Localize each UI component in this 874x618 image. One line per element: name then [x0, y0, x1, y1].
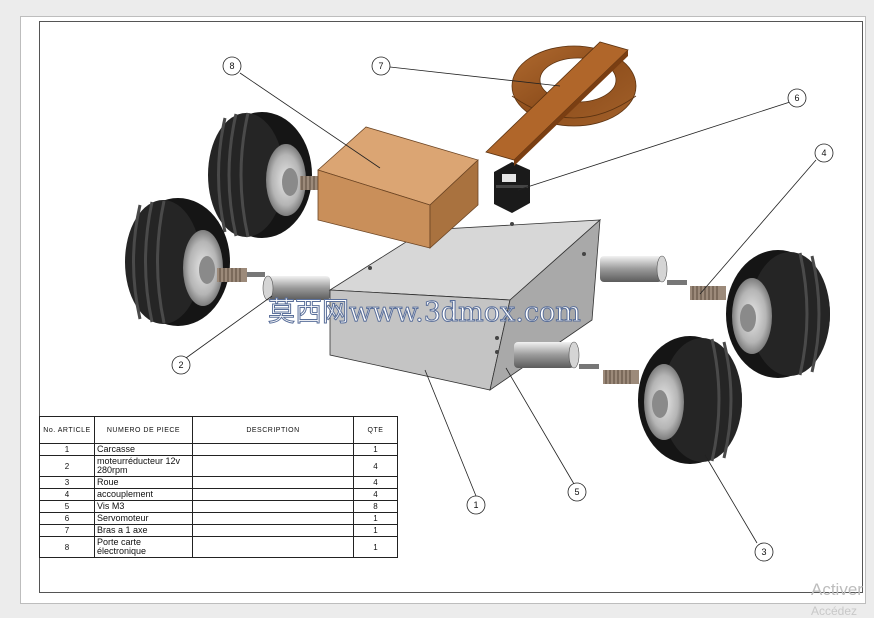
bom-row-description	[192, 512, 354, 525]
bom-row-name: Porte carte électronique	[94, 536, 193, 558]
bom-row-no: 8	[39, 536, 95, 558]
callout-5[interactable]: 5	[567, 482, 587, 502]
bom-row: 1 Carcasse 1	[39, 443, 398, 456]
callout-8[interactable]: 8	[222, 56, 242, 76]
callout-leaders	[185, 66, 817, 544]
bom-row-qty: 1	[353, 524, 398, 537]
callout-3[interactable]: 3	[754, 542, 774, 562]
bom-row-name: moteurréducteur 12v 280rpm	[94, 455, 193, 477]
bom-header-article: No. ARTICLE	[39, 416, 95, 444]
callout-2[interactable]: 2	[171, 355, 191, 375]
callout-4-label: 4	[821, 148, 826, 158]
activation-overlay-title: Activer	[811, 580, 863, 599]
bom-row-qty: 1	[353, 536, 398, 558]
activation-overlay-subtitle: Accédez	[811, 604, 858, 618]
bom-row-name: Bras a 1 axe	[94, 524, 193, 537]
callout-6[interactable]: 6	[787, 88, 807, 108]
bom-row-qty: 4	[353, 476, 398, 489]
bom-row-description	[192, 443, 354, 456]
bom-row-description	[192, 476, 354, 489]
bom-header-qty: QTE	[353, 416, 398, 444]
bom-row-qty: 8	[353, 500, 398, 513]
coupling-rear-right	[690, 286, 726, 300]
arm-bar	[485, 41, 629, 166]
bom-row-description	[192, 536, 354, 558]
bom-row-no: 3	[39, 476, 95, 489]
bom-row-no: 5	[39, 500, 95, 513]
bom-row-qty: 4	[353, 488, 398, 501]
bom-row-description	[192, 500, 354, 513]
bom-row-qty: 1	[353, 443, 398, 456]
servomotor	[494, 162, 530, 213]
bom-row-name: Servomoteur	[94, 512, 193, 525]
callout-6-label: 6	[794, 93, 799, 103]
bom-header-part-number: NUMERO DE PIECE	[94, 416, 193, 444]
callout-7[interactable]: 7	[371, 56, 391, 76]
bom-row-qty: 1	[353, 512, 398, 525]
coupling-front-left	[217, 268, 265, 282]
bom-row-no: 1	[39, 443, 95, 456]
bom-row-no: 7	[39, 524, 95, 537]
callout-3-label: 3	[761, 547, 766, 557]
wheel-front-right	[638, 336, 742, 464]
callout-1-label: 1	[473, 500, 478, 510]
wheel-front-left	[125, 198, 230, 326]
callout-2-label: 2	[178, 360, 183, 370]
wheel-rear-left	[208, 112, 312, 238]
motor-front-right	[514, 341, 599, 369]
wheel-rear-right	[726, 250, 830, 378]
callout-8-label: 8	[229, 61, 234, 71]
bom-row-description	[192, 488, 354, 501]
bom-row: 2 moteurréducteur 12v 280rpm 4	[39, 455, 398, 477]
bom-row-name: Carcasse	[94, 443, 193, 456]
bom-row: 7 Bras a 1 axe 1	[39, 524, 398, 537]
bom-row-description	[192, 524, 354, 537]
bom-row-name: accouplement	[94, 488, 193, 501]
bom-row: 8 Porte carte électronique 1	[39, 536, 398, 558]
bom-row-no: 4	[39, 488, 95, 501]
bom-header-row: No. ARTICLE NUMERO DE PIECE DESCRIPTION …	[39, 416, 398, 444]
callout-5-label: 5	[574, 487, 579, 497]
bom-row-no: 2	[39, 455, 95, 477]
watermark-text: 莫西网www.3dmox.com	[268, 297, 582, 329]
bom-row: 5 Vis M3 8	[39, 500, 398, 513]
bom-row-name: Vis M3	[94, 500, 193, 513]
bom-header-description: DESCRIPTION	[192, 416, 354, 444]
coupling-front-right	[603, 370, 639, 384]
bill-of-materials: No. ARTICLE NUMERO DE PIECE DESCRIPTION …	[39, 416, 398, 558]
bom-row-name: Roue	[94, 476, 193, 489]
bom-row-no: 6	[39, 512, 95, 525]
callout-1[interactable]: 1	[466, 495, 486, 515]
bom-row-description	[192, 455, 354, 477]
bom-row-qty: 4	[353, 455, 398, 477]
callout-7-label: 7	[378, 61, 383, 71]
motor-front-left	[262, 275, 330, 301]
callout-4[interactable]: 4	[814, 143, 834, 163]
motor-rear-right	[600, 255, 687, 285]
board-holder-box	[317, 126, 479, 249]
chassis	[328, 219, 602, 391]
drawing-border	[39, 21, 863, 593]
bom-row: 3 Roue 4	[39, 476, 398, 489]
bom-row: 4 accouplement 4	[39, 488, 398, 501]
bom-row: 6 Servomoteur 1	[39, 512, 398, 525]
